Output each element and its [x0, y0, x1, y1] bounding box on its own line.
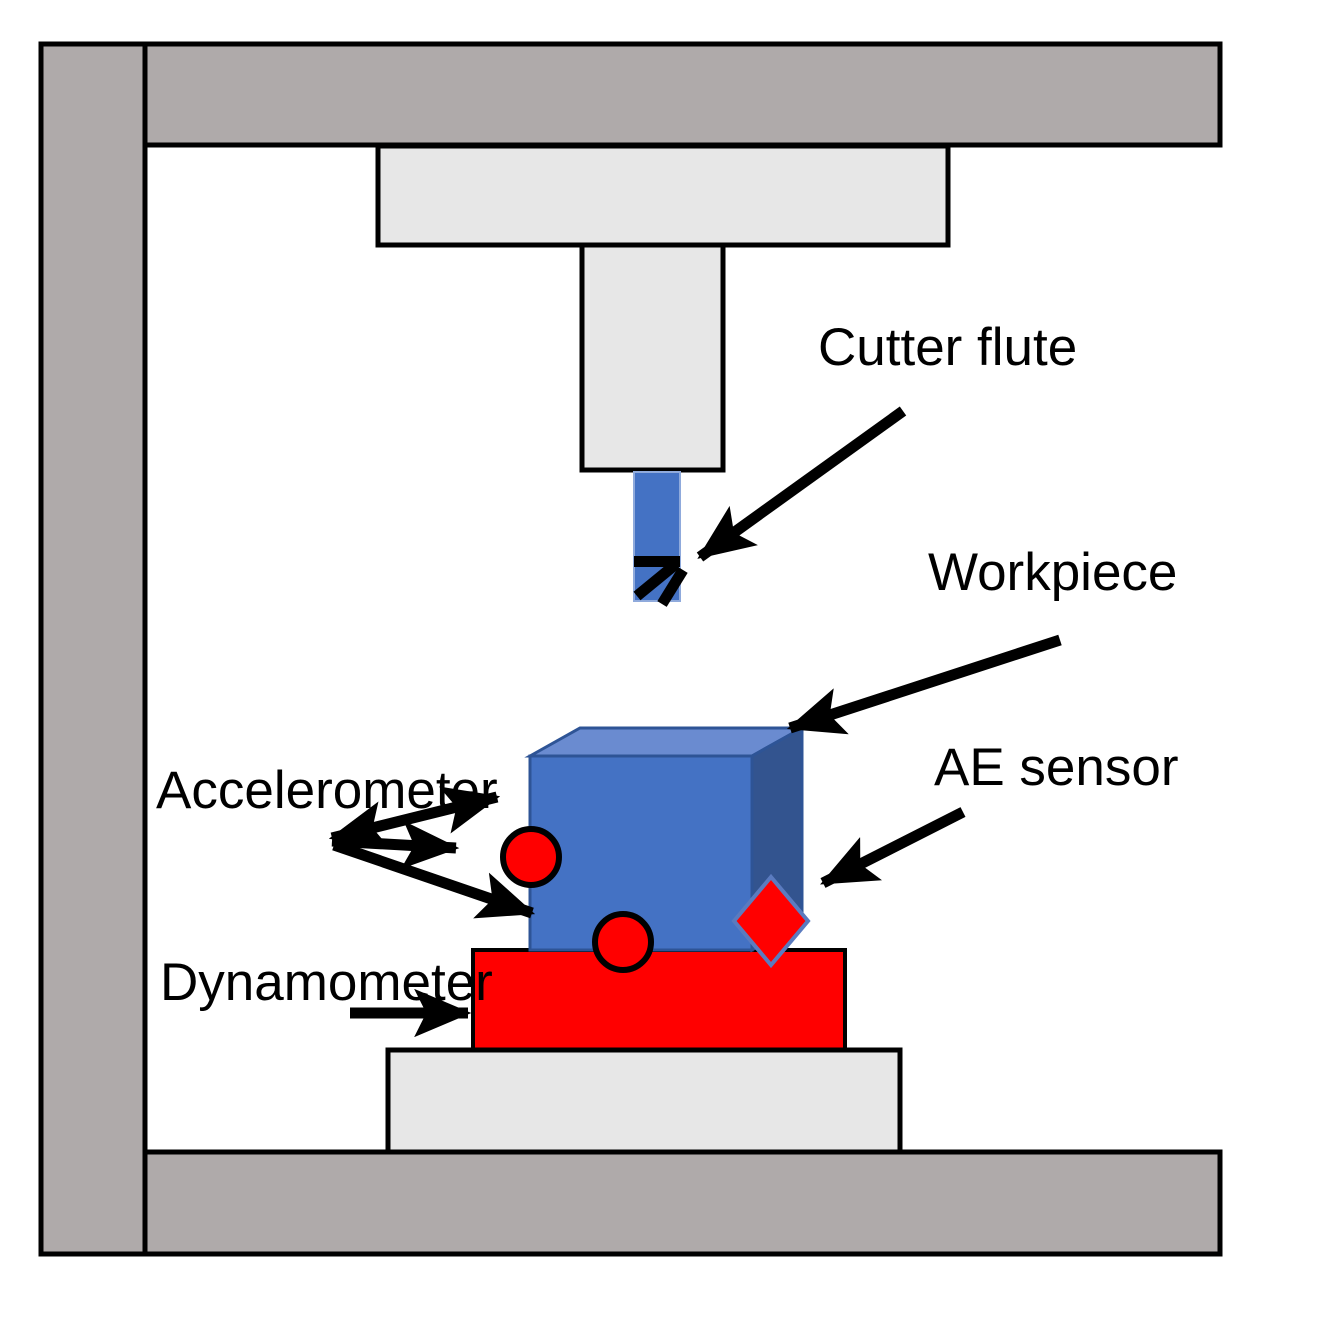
ae-sensor-arrow [820, 807, 966, 888]
machine-bottom-beam [142, 1149, 1223, 1257]
cutter-flute-arrow [696, 406, 907, 562]
dynamometer-annotation: Dynamometer [160, 953, 493, 1038]
cutter-flute-annotation: Cutter flute [696, 318, 1077, 562]
accelerometer-lower [592, 911, 654, 973]
workpiece-arrow [786, 634, 1062, 735]
accelerometer-arrow-upper [328, 786, 501, 849]
spindle-body [579, 242, 726, 473]
machine-table [385, 1047, 903, 1155]
spindle-assembly [375, 143, 951, 473]
ae-sensor-label: AE sensor [934, 738, 1179, 797]
cutter-flute-label: Cutter flute [818, 318, 1077, 377]
cutter-flute-band [634, 556, 680, 567]
accelerometer-arrow-lower [332, 839, 536, 919]
dynamometer-plate [471, 948, 847, 1052]
cutting-tool [633, 471, 688, 607]
spindle-head [375, 143, 951, 248]
accelerometer-arrow-middle [331, 820, 460, 870]
workpiece-label: Workpiece [928, 543, 1177, 602]
ae-sensor-annotation: AE sensor [820, 738, 1179, 888]
accelerometer-upper [500, 826, 562, 888]
cutter-flute-line-1 [633, 559, 680, 601]
ae-sensor-diamond [731, 873, 811, 969]
machine-column [38, 41, 148, 1257]
cutter-flute-line-2 [657, 567, 688, 607]
dynamometer-label: Dynamometer [160, 953, 493, 1012]
workpiece-block [524, 725, 808, 953]
machine-frame [38, 41, 1223, 1257]
machine-top-beam [142, 41, 1223, 148]
workpiece-annotation: Workpiece [786, 543, 1177, 735]
accelerometer-annotation: Accelerometer [156, 761, 536, 919]
